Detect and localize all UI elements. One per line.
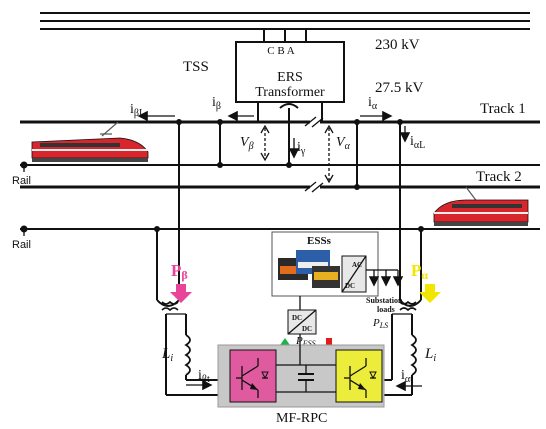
train-track2 xyxy=(433,186,529,226)
rail-ground-bottom xyxy=(20,225,28,236)
high-voltage-grid-lines xyxy=(40,12,530,30)
i-alpha-l-label: iαL xyxy=(410,134,425,151)
rail-label-top: Rail xyxy=(12,175,31,187)
p-alpha-arrow xyxy=(419,284,441,303)
dc-label: DC xyxy=(345,282,355,290)
ac-label: AC xyxy=(352,261,362,269)
track1-label: Track 1 xyxy=(480,101,526,117)
l-right-label: Li xyxy=(424,346,436,364)
l-left-label: Li xyxy=(161,346,173,364)
dcdc-converter: DC DC xyxy=(287,309,317,335)
i-gamma-label: iγ xyxy=(297,140,306,157)
i-alpha-t-label: iαt xyxy=(401,368,413,385)
p-beta-arrow xyxy=(170,284,192,303)
rail-ground-top xyxy=(20,161,28,172)
p-alpha-label: Pα xyxy=(411,261,428,282)
track1-line xyxy=(20,116,540,128)
transformer-label-2: Transformer xyxy=(255,85,325,100)
transformer-label-1: ERS xyxy=(277,70,303,85)
dcdc-label-top: DC xyxy=(292,314,302,322)
ess-label: ESSs xyxy=(307,235,332,247)
track2-line xyxy=(20,181,540,193)
train-track1 xyxy=(31,121,149,162)
v-alpha-arrow xyxy=(324,124,334,184)
v-beta-label: Vβ xyxy=(240,135,254,152)
rail-label-bottom: Rail xyxy=(12,239,31,251)
track2-label: Track 2 xyxy=(476,169,522,185)
right-coupling-transformer xyxy=(384,248,422,396)
ers-transformer: C B A ERS Transformer xyxy=(235,29,345,122)
dcdc-label-bottom: DC xyxy=(302,325,312,333)
i-beta-label: iβ xyxy=(212,95,221,112)
tss-label: TSS xyxy=(183,59,209,75)
mf-rpc-converter xyxy=(217,334,385,408)
ess-panel: ESSs AC DC xyxy=(271,231,379,297)
i-beta-t-label: iβt xyxy=(198,368,210,385)
p-beta-label: Pβ xyxy=(171,261,188,282)
phase-labels: C B A xyxy=(267,45,295,57)
p-ess-label: PESS xyxy=(295,335,316,348)
voltage-low-label: 27.5 kV xyxy=(375,80,424,96)
voltage-high-label: 230 kV xyxy=(375,37,420,53)
mf-rpc-label: MF-RPC xyxy=(276,411,327,426)
p-ls-label: PLS xyxy=(372,317,388,330)
feeder-lines xyxy=(154,103,424,248)
i-beta-l-label: iβL xyxy=(130,102,145,119)
substation-label-1: Substation xyxy=(366,296,403,305)
i-alpha-label: iα xyxy=(368,95,378,112)
v-alpha-label: Vα xyxy=(336,135,351,152)
v-beta-arrow xyxy=(260,124,270,162)
substation-label-2: loads xyxy=(377,305,395,314)
substation-load-arrows xyxy=(366,269,404,287)
